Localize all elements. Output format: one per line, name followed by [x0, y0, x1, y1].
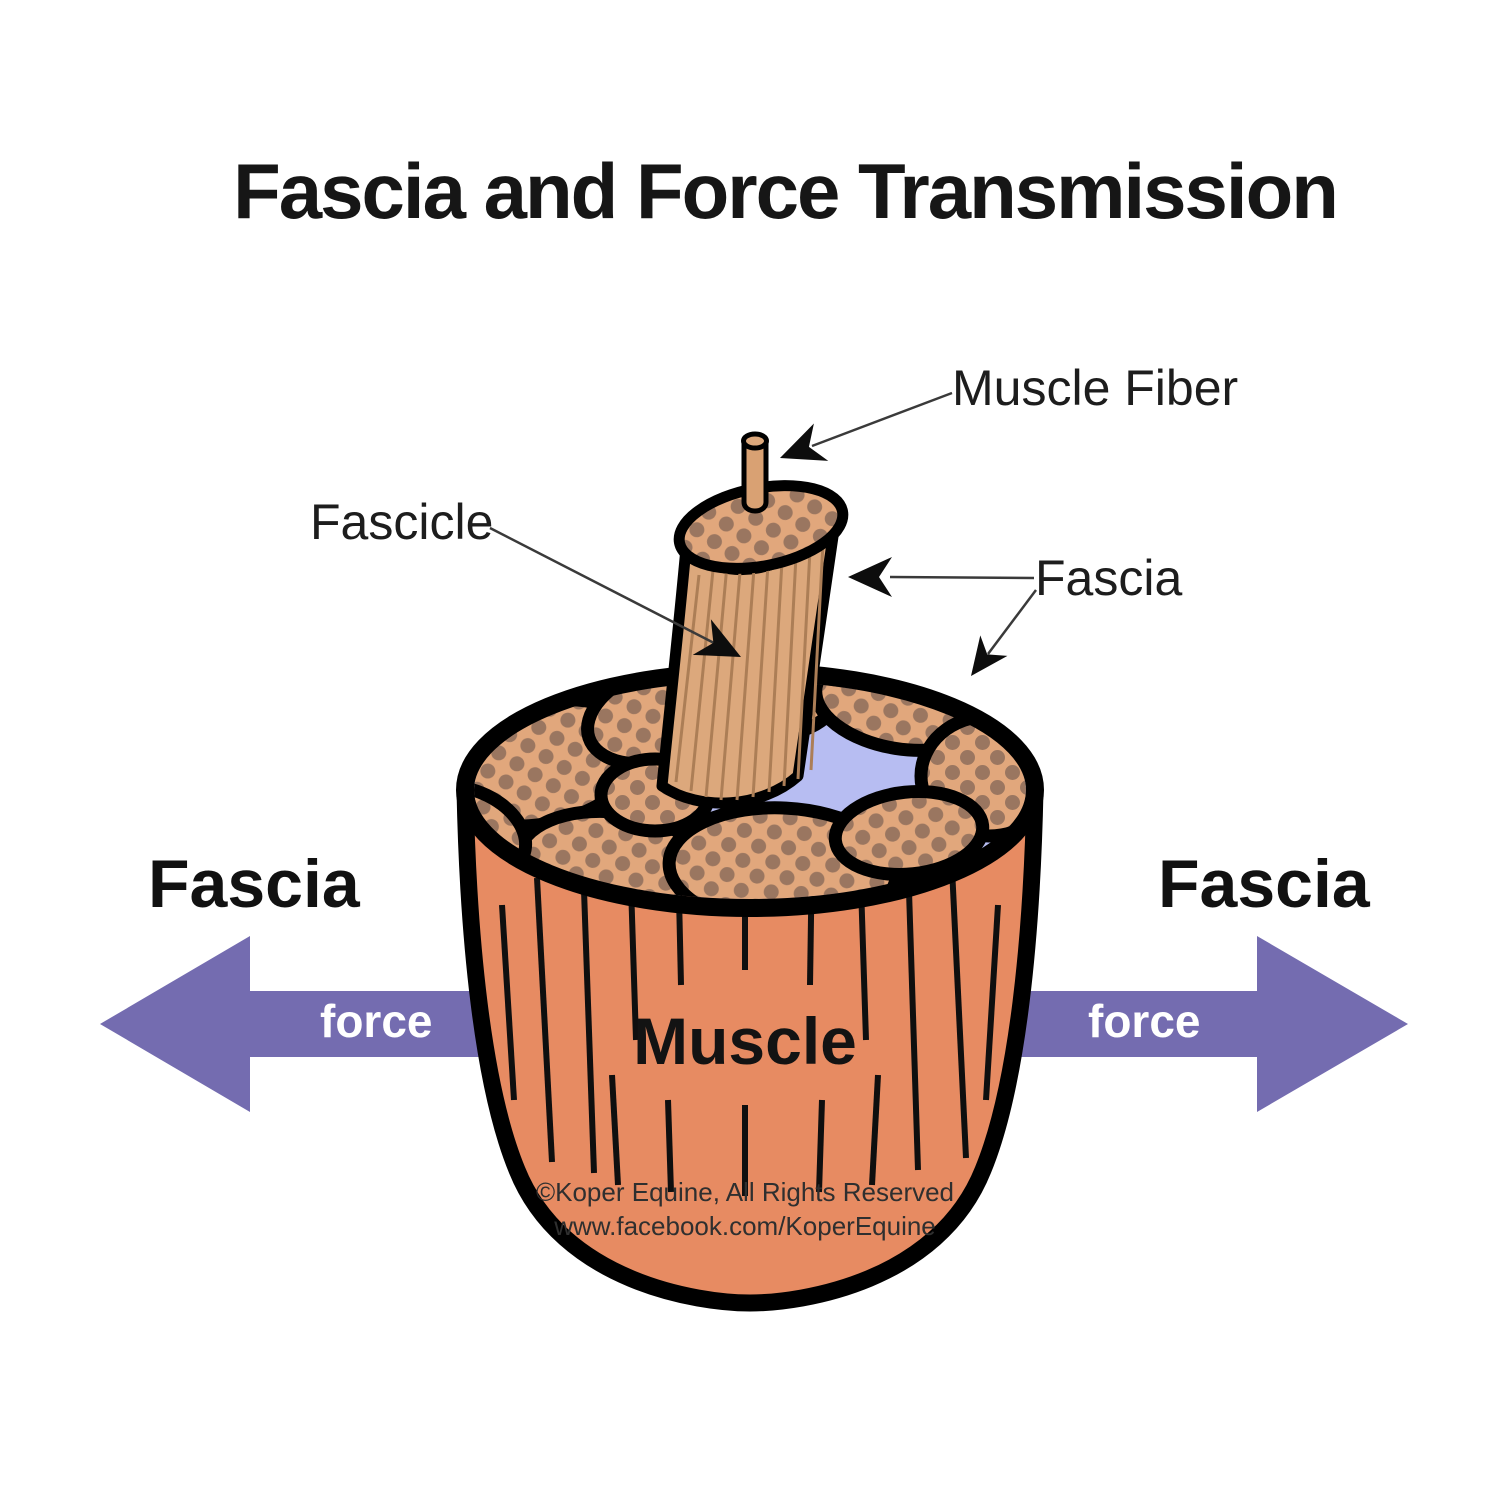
muscle-fiber-top: [741, 431, 769, 451]
leader-fascia-2: [987, 589, 1037, 655]
force-label-left: force: [320, 995, 433, 1047]
fascicle-fiber-stripes: [674, 523, 826, 801]
fascia-label-right: Fascia: [1158, 846, 1370, 922]
arrowhead-muscle-fiber: [780, 423, 829, 461]
leader-fascia-1: [889, 575, 1035, 580]
leader-lines: [489, 391, 1037, 655]
muscle-label: Muscle: [633, 1004, 857, 1078]
leader-arrowheads: [692, 423, 1008, 676]
force-label-right: force: [1088, 995, 1201, 1047]
force-arrow-left: [100, 936, 520, 1112]
page-title: Fascia and Force Transmission: [233, 147, 1339, 235]
leader-fascicle: [489, 526, 715, 645]
copyright-footer: ©Koper Equine, All Rights Reserved www.f…: [536, 1176, 954, 1244]
callout-fascia: Fascia: [1035, 550, 1183, 606]
callout-fascicle: Fascicle: [310, 494, 494, 550]
force-arrow-right: [980, 936, 1408, 1112]
website-line: www.facebook.com/KoperEquine: [554, 1210, 936, 1241]
arrowhead-fascia-1: [848, 557, 892, 597]
fascia-label-left: Fascia: [148, 846, 360, 922]
callout-muscle-fiber: Muscle Fiber: [952, 360, 1239, 416]
arrowhead-fascicle: [692, 619, 741, 657]
muscle-fiber: [741, 441, 769, 514]
leader-muscle-fiber: [811, 391, 953, 448]
arrowhead-fascia-2: [971, 635, 1008, 676]
copyright-line: ©Koper Equine, All Rights Reserved: [535, 1177, 955, 1207]
